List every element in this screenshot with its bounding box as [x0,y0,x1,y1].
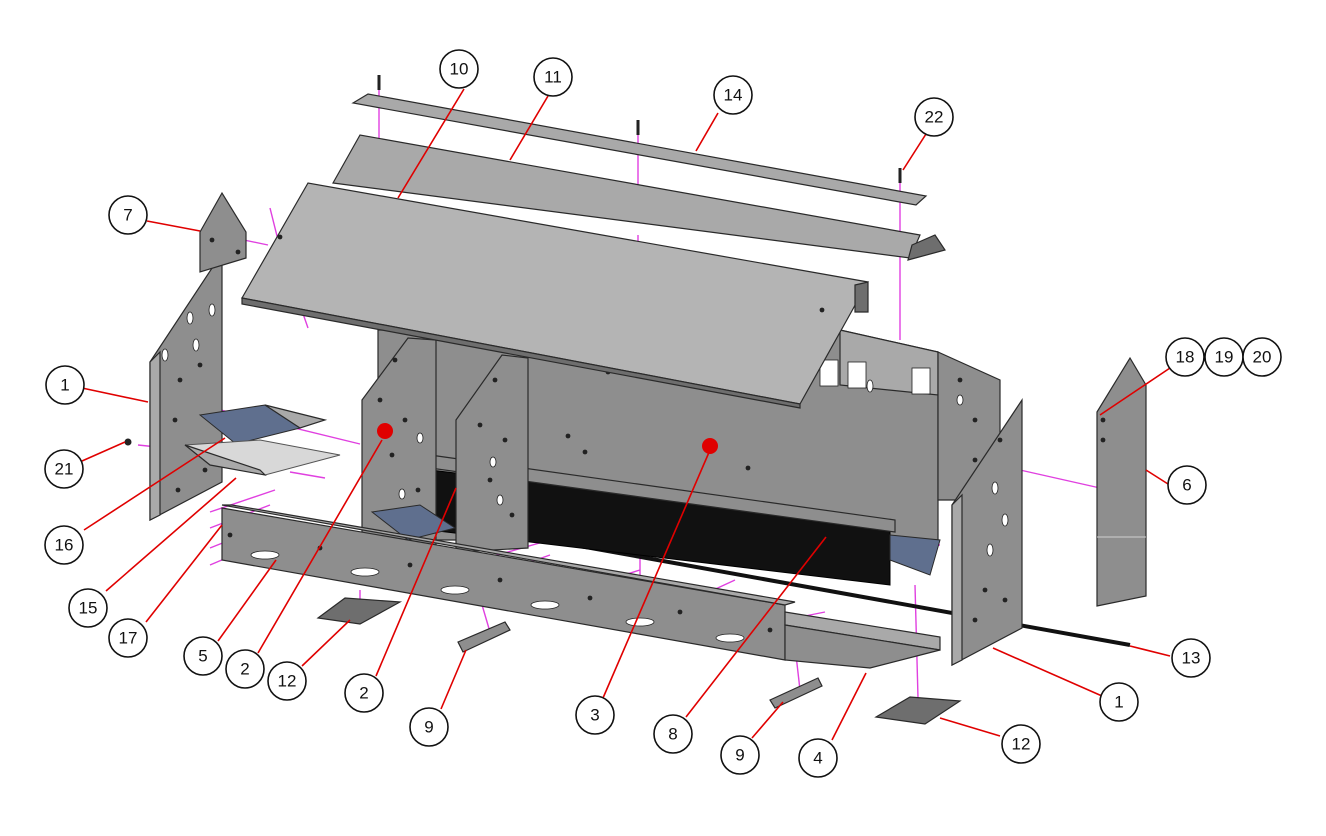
callout-7: 7 [108,195,148,235]
callout-9a: 9 [409,707,449,747]
callout-label: 9 [735,746,744,765]
callout-label: 8 [668,725,677,744]
callout-label: 15 [79,599,98,618]
leader-lines [81,88,1171,741]
callout-10: 10 [439,49,479,89]
bottom-channel-part-4 [784,611,941,669]
callout-label: 11 [544,68,562,87]
bolt-part-21 [124,438,132,446]
end-panel-part-1-right [951,398,1023,666]
callout-label: 13 [1182,649,1201,668]
callout-4: 4 [798,738,838,778]
callout-label: 10 [450,60,469,79]
callout-12b: 12 [1001,724,1041,764]
trough-part-8 [429,454,896,586]
callout-22: 22 [914,97,954,137]
tray-part-16 [198,404,328,445]
callout-18: 18 [1165,337,1205,377]
callout-label: 16 [55,536,74,555]
roof-part-11 [332,134,946,261]
outer-post-part-6 [1096,356,1147,607]
callout-label: 20 [1253,348,1272,367]
callout-21: 21 [44,449,84,489]
callout-label: 9 [424,718,433,737]
plate-part-12-right [874,696,962,725]
bracket-part-9-right [769,677,823,709]
callout-label: 18 [1176,348,1195,367]
callout-label: 2 [240,660,249,679]
callout-20: 20 [1242,337,1282,377]
mesh-tray-part-15 [184,439,341,476]
callout-9b: 9 [720,735,760,775]
bracket-part-9-left [457,621,511,653]
roof-part-10 [241,182,869,409]
callout-11: 11 [533,57,573,97]
callout-19: 19 [1204,337,1244,377]
marker-dot-left [377,423,393,439]
callout-label: 12 [278,672,297,691]
rod-part-13 [562,541,1131,647]
marker-dot-center [702,438,718,454]
callout-label: 19 [1215,348,1234,367]
callout-label: 5 [198,647,207,666]
divider-panel-part-2-left [361,337,437,546]
callout-label: 14 [724,86,743,105]
callout-label: 17 [119,629,138,648]
callout-5: 5 [183,636,223,676]
callout-label: 6 [1182,476,1191,495]
callout-2a: 2 [225,649,265,689]
front-rail-part-5 [221,504,796,661]
divider-panel-part-2-middle [455,354,529,553]
callout-14: 14 [713,75,753,115]
callout-label: 3 [590,706,599,725]
callout-1b: 1 [1099,682,1139,722]
callout-16: 16 [44,525,84,565]
callout-label: 21 [55,460,74,479]
callout-label: 12 [1012,735,1031,754]
callout-17: 17 [108,618,148,658]
gable-part-7 [199,191,247,273]
callout-label: 4 [813,749,822,768]
callout-label: 2 [359,684,368,703]
callout-15: 15 [68,588,108,628]
inner-tray [370,504,941,576]
callout-1a: 1 [45,365,85,405]
callout-label: 1 [60,376,69,395]
callout-13: 13 [1171,638,1211,678]
callout-8: 8 [653,714,693,754]
callout-label: 1 [1114,693,1123,712]
ridge-cap-part-14 [351,93,928,206]
callout-2b: 2 [344,673,384,713]
fasteners-part-22 [377,75,902,183]
callout-label: 22 [925,108,944,127]
plate-part-12-left [316,597,403,625]
callout-label: 7 [123,206,132,225]
callout-6: 6 [1167,465,1207,505]
callout-3: 3 [575,695,615,735]
callout-12a: 12 [267,661,307,701]
